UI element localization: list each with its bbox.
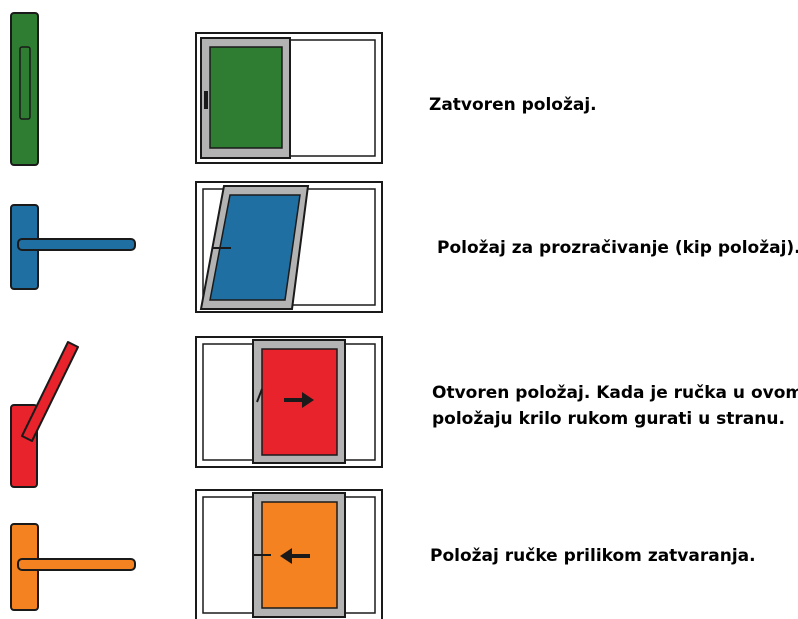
caption-open: Otvoren položaj. Kada je ručka u ovome p… [432, 380, 798, 432]
handle-tilt [10, 204, 136, 290]
window-tilt [195, 181, 383, 313]
handle-closing [10, 523, 136, 611]
arrow-right-icon [284, 392, 314, 408]
caption-closing: Položaj ručke prilikom zatvaranja. [430, 546, 756, 566]
handle-open [10, 341, 79, 488]
caption-tilt: Položaj za prozračivanje (kip položaj). [437, 238, 798, 258]
arrow-left-icon [280, 548, 310, 564]
window-open [195, 336, 383, 468]
window-closing [195, 489, 383, 619]
caption-closed: Zatvoren položaj. [429, 95, 597, 115]
sash-handle-icon [256, 388, 263, 403]
caption-open-line-1: Otvoren položaj. Kada je ručka u ovome [432, 383, 798, 403]
caption-open-line-2: položaju krilo rukom gurati u stranu. [432, 409, 785, 429]
handle-closed [10, 12, 39, 166]
window-closed [195, 32, 383, 164]
sash-handle-icon [204, 91, 208, 109]
